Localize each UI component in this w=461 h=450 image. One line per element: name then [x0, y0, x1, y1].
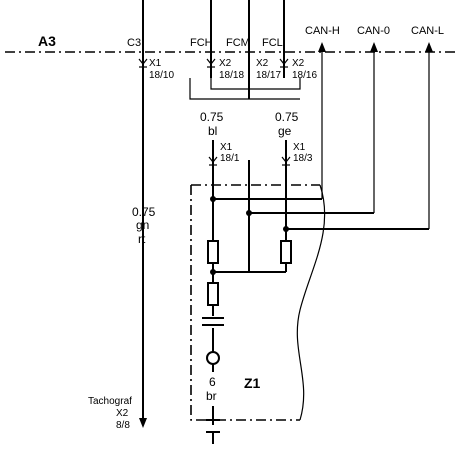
resistor-1: [207, 240, 219, 264]
right-wire-size: 0.75: [275, 110, 299, 124]
signal-fcl: FCL: [262, 37, 283, 49]
c3-connector-name: X1: [149, 58, 162, 69]
fcl-b-connector-name: X2: [292, 58, 305, 69]
tachograph-label: Tachograf: [88, 396, 132, 407]
left-wire-color: bl: [208, 124, 217, 138]
bus-label: A3: [38, 33, 56, 49]
terminal-label-bg: [206, 372, 220, 406]
z1-left-connector-name: X1: [220, 142, 233, 153]
left-wire-size: 0.75: [200, 110, 224, 124]
signal-fcm: FCM: [226, 37, 250, 49]
can-h-line: [213, 42, 326, 200]
tacho-connector-name: X2: [116, 408, 129, 419]
fch-connector-name: X2: [219, 58, 232, 69]
signal-can-0: CAN-0: [357, 25, 390, 37]
fcl-a-connector-name: X2: [256, 58, 269, 69]
fch-connector-pin: 18/18: [219, 70, 244, 81]
ground-wire-size: 6: [209, 375, 216, 389]
tacho-connector-pin: 8/8: [116, 420, 130, 431]
terminal-circle: [206, 351, 220, 365]
c3-connector-pin: 18/10: [149, 70, 174, 81]
can-l-line: [286, 42, 433, 230]
fch-bracket: [210, 78, 301, 90]
ground-symbol: [206, 419, 220, 444]
signal-can-l: CAN-L: [411, 25, 444, 37]
z1-right-connector-name: X1: [293, 142, 306, 153]
fcm-bracket: [189, 78, 300, 100]
fcl-wire: [279, 0, 289, 78]
can-0-line: [249, 42, 378, 214]
fcl-b-connector-pin: 18/16: [292, 70, 317, 81]
fch-wire: [206, 0, 216, 78]
z1-box: [190, 185, 300, 421]
z1-left-connector-pin: 18/1: [220, 153, 240, 164]
junction-dot: [283, 226, 289, 232]
resistor-3: [207, 282, 219, 306]
c3-connector-symbol: [138, 58, 148, 68]
signal-can-h: CAN-H: [305, 25, 340, 37]
z1-box-wavy-edge: [296, 184, 326, 421]
signal-c3: C3: [127, 37, 141, 49]
junction-dot: [246, 210, 252, 216]
c3-wire-color2: rt: [138, 232, 146, 246]
c3-wire-size: 0.75: [132, 205, 156, 219]
right-wire-color: ge: [278, 124, 292, 138]
junction-dot: [210, 196, 216, 202]
component-label: Z1: [244, 375, 261, 391]
capacitor: [202, 316, 224, 328]
resistor-2: [280, 240, 292, 264]
z1-right-connector-pin: 18/3: [293, 153, 313, 164]
c3-wire-color1: gn: [136, 218, 149, 232]
c3-wire: [139, 0, 147, 428]
ground-wire-color: br: [206, 389, 217, 403]
signal-fch: FCH: [190, 37, 213, 49]
fcl-a-connector-pin: 18/17: [256, 70, 281, 81]
